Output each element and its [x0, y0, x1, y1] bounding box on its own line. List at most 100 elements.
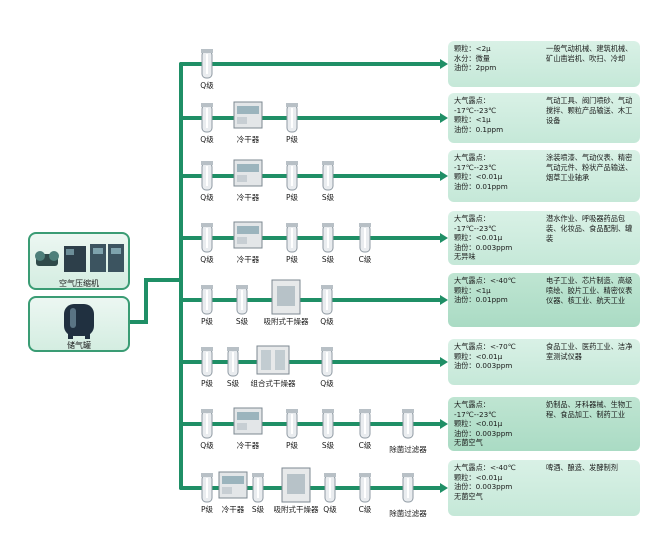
air-quality-spec: 大气露点：<-40℃ 颗粒：<0.01μ 油份：0.003ppm 无菌空气 — [454, 463, 516, 501]
component-label: 冷干器 — [236, 135, 260, 144]
air-quality-spec: 大气露点：<-70℃ 颗粒：<0.01μ 油份：0.003ppm — [454, 342, 516, 371]
flow-arrow-icon — [440, 59, 448, 69]
dryer-component — [233, 159, 263, 187]
flow-arrow-icon — [440, 483, 448, 493]
filter-component — [201, 49, 213, 79]
filter-component — [324, 473, 336, 503]
component-label: Q级 — [320, 379, 334, 388]
filter-component — [402, 409, 414, 439]
spec-panel-3: 大气露点： -17℃--23℃ 颗粒：<0.01μ 油份：0.01ppm 涂装喷漆… — [448, 150, 640, 202]
air-quality-spec: 大气露点： -17℃--23℃ 颗粒：<1μ 油份：0.1ppm — [454, 96, 504, 134]
spec-panel-7: 大气露点： -17℃--23℃ 颗粒：<0.01μ 油份：0.003ppm 无菌… — [448, 397, 640, 451]
component-label: P级 — [285, 441, 299, 450]
component-label: S级 — [321, 193, 335, 202]
spec-panel-4: 大气露点： -17℃--23℃ 颗粒：<0.01μ 油份：0.003ppm 无异… — [448, 211, 640, 265]
component-label: 冷干器 — [236, 255, 260, 264]
branch-5 — [179, 279, 448, 315]
filter-component — [402, 473, 414, 503]
component-label: Q级 — [323, 505, 337, 514]
air-compressor-icon — [35, 244, 124, 272]
dryer-component — [233, 101, 263, 129]
component-label: 冷干器 — [221, 505, 245, 514]
component-label: P级 — [285, 255, 299, 264]
component-label: 冷干器 — [236, 441, 260, 450]
air-quality-spec: 大气露点： -17℃--23℃ 颗粒：<0.01μ 油份：0.003ppm 无菌… — [454, 400, 513, 448]
branch-8 — [179, 467, 448, 503]
component-label: Q级 — [200, 135, 214, 144]
filter-component — [322, 161, 334, 191]
filter-component — [201, 103, 213, 133]
air-quality-spec: 颗粒：<2μ 水分：微量 油份：2ppm — [454, 44, 497, 73]
filter-component — [201, 347, 213, 377]
filter-component — [286, 409, 298, 439]
dryer-component — [218, 471, 248, 499]
flow-arrow-icon — [440, 171, 448, 181]
application-list: 气动工具、阀门喷砂、气动搅拌、颗粒产品输送、木工设备 — [546, 96, 633, 125]
filter-component — [359, 409, 371, 439]
filter-component — [321, 285, 333, 315]
component-label: Q级 — [200, 441, 214, 450]
component-label: S级 — [321, 441, 335, 450]
component-label: 吸附式干燥器 — [263, 317, 309, 326]
filter-component — [286, 103, 298, 133]
component-label: 组合式干燥器 — [250, 379, 296, 388]
component-label: P级 — [200, 379, 214, 388]
filter-component — [201, 223, 213, 253]
component-label: C级 — [358, 441, 372, 450]
dryer-component — [233, 407, 263, 435]
component-label: P级 — [285, 135, 299, 144]
filter-component — [227, 347, 239, 377]
flow-arrow-icon — [440, 233, 448, 243]
adsorber-component — [271, 279, 301, 315]
branch-1 — [179, 49, 448, 79]
component-label: S级 — [235, 317, 249, 326]
component-label: Q级 — [320, 317, 334, 326]
filter-component — [321, 347, 333, 377]
filter-component — [252, 473, 264, 503]
branch-7 — [179, 407, 448, 439]
filter-component — [322, 223, 334, 253]
air-compressor-label: 空气压缩机 — [59, 279, 99, 288]
air-tank-icon — [64, 304, 94, 339]
air-quality-spec: 大气露点：<-40℃ 颗粒：<1μ 油份：0.01ppm — [454, 276, 516, 305]
component-label: 除菌过滤器 — [389, 509, 427, 518]
application-list: 一般气动机械、建筑机械、矿山凿岩机、吹扫、冷却 — [546, 44, 633, 63]
application-list: 电子工业、芯片制造、高级喷绘、胶片工业、精密仪表仪器、核工业、航天工业 — [546, 276, 633, 305]
application-list: 潜水作业、呼吸器药品包装、化妆品、食品配制、罐装 — [546, 214, 633, 243]
air-tank-label: 储气罐 — [67, 341, 91, 350]
filter-component — [286, 161, 298, 191]
component-label: C级 — [358, 505, 372, 514]
branch-6 — [179, 345, 448, 377]
feeder-pipe — [128, 278, 183, 324]
filter-component — [236, 285, 248, 315]
component-label: P级 — [285, 193, 299, 202]
flow-arrow-icon — [440, 419, 448, 429]
component-label: S级 — [251, 505, 265, 514]
spec-panel-1: 颗粒：<2μ 水分：微量 油份：2ppm 一般气动机械、建筑机械、矿山凿岩机、吹扫… — [448, 41, 640, 87]
component-label: P级 — [200, 505, 214, 514]
filter-component — [201, 161, 213, 191]
component-label: S级 — [321, 255, 335, 264]
air-tank-box: 储气罐 — [28, 296, 130, 352]
flow-arrow-icon — [440, 113, 448, 123]
spec-panel-5: 大气露点：<-40℃ 颗粒：<1μ 油份：0.01ppm 电子工业、芯片制造、高级… — [448, 273, 640, 327]
combo-component — [256, 345, 290, 375]
filter-component — [359, 473, 371, 503]
branch-4 — [179, 221, 448, 253]
spec-panel-8: 大气露点：<-40℃ 颗粒：<0.01μ 油份：0.003ppm 无菌空气 啤酒、… — [448, 460, 640, 516]
air-quality-spec: 大气露点： -17℃--23℃ 颗粒：<0.01μ 油份：0.01ppm — [454, 153, 508, 191]
filter-component — [286, 223, 298, 253]
component-label: C级 — [358, 255, 372, 264]
spec-panel-2: 大气露点： -17℃--23℃ 颗粒：<1μ 油份：0.1ppm 气动工具、阀门喷… — [448, 93, 640, 143]
component-label: Q级 — [200, 81, 214, 90]
adsorber-component — [281, 467, 311, 503]
air-quality-spec: 大气露点： -17℃--23℃ 颗粒：<0.01μ 油份：0.003ppm 无异… — [454, 214, 513, 262]
application-list: 啤酒、酿造、发酵制剂 — [546, 463, 618, 472]
flow-arrow-icon — [440, 295, 448, 305]
dryer-component — [233, 221, 263, 249]
application-list: 涂装喷漆、气动仪表、精密气动元件、粉状产品输送、烟草工业轴承 — [546, 153, 633, 182]
component-label: S级 — [226, 379, 240, 388]
